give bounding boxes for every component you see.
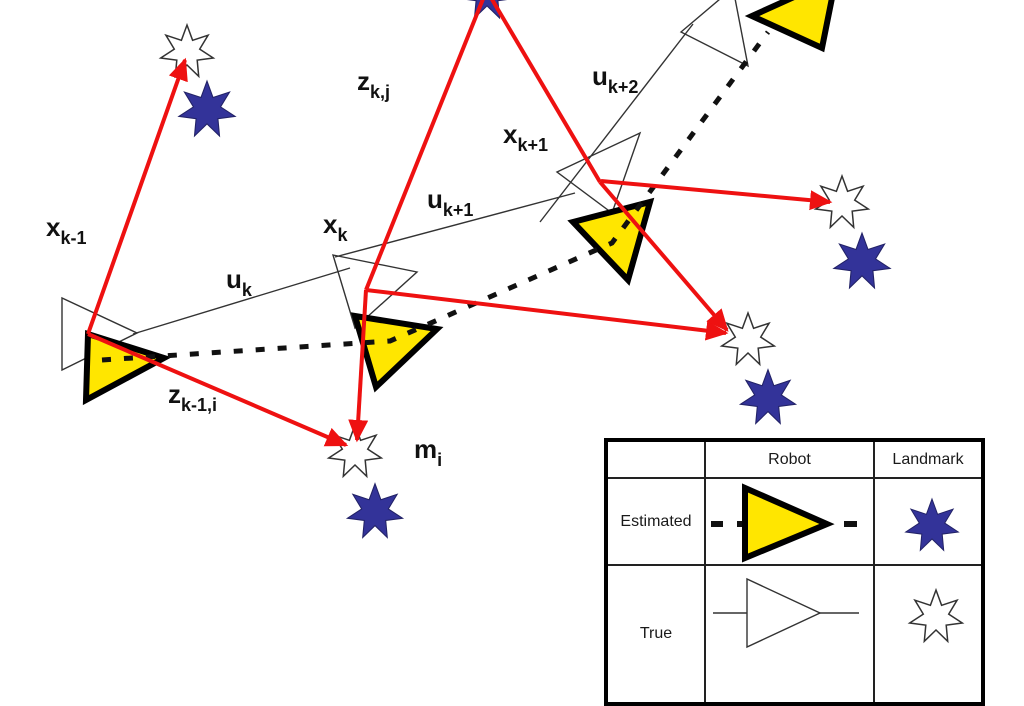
observation-x-k-1-to-top-left-star bbox=[86, 57, 188, 335]
true-pose-x-k+1 bbox=[555, 131, 642, 215]
true-pose-x-k+2 bbox=[679, 0, 749, 68]
observation-x-k-to-lower-right-star bbox=[365, 288, 729, 341]
legend-table: Robot Landmark Estimated True bbox=[604, 438, 985, 706]
label-z-k-1-i: zk-1,i bbox=[168, 379, 218, 415]
outline-star-icon bbox=[908, 589, 964, 643]
legend-header-robot: Robot bbox=[706, 442, 875, 479]
true-landmark-star-m-i bbox=[327, 424, 383, 478]
odometry-line-u-k+2 bbox=[539, 23, 694, 223]
observation-x-k+1-to-right-star bbox=[600, 179, 833, 211]
estimated-landmark-star-top-center bbox=[458, 0, 516, 19]
observation-arrows bbox=[86, 0, 833, 447]
legend-row-label-true: True bbox=[608, 566, 706, 702]
true-landmark-star-lower-right bbox=[720, 312, 776, 366]
estimated-robot-icon bbox=[711, 483, 857, 563]
legend-symbol-true-landmark bbox=[875, 566, 981, 702]
odometry-line-u-k+1 bbox=[334, 192, 576, 258]
true-robot-icon bbox=[713, 577, 859, 649]
odometry-line-u-k bbox=[132, 267, 351, 335]
observation-x-k+1-to-lower-right-star bbox=[598, 180, 729, 332]
estimated-landmark-star-top-left bbox=[178, 80, 236, 137]
observation-x-k-to-m-i bbox=[348, 289, 369, 443]
slam-figure-page: { "colors": { "yellow": "#ffe600", "blue… bbox=[46, 0, 985, 706]
observation-z-k-j bbox=[364, 0, 485, 291]
label-z-k-j: zk,j bbox=[357, 66, 391, 102]
true-landmark-star-top-left bbox=[159, 24, 215, 78]
label-u-k+1: uk+1 bbox=[427, 184, 474, 220]
legend-row-label-estimated: Estimated bbox=[608, 479, 706, 566]
estimated-landmark-star-right bbox=[833, 232, 891, 289]
estimated-pose-triangles bbox=[82, 0, 835, 406]
label-u-k: uk bbox=[226, 264, 252, 300]
estimated-pose-x-k-1 bbox=[82, 329, 172, 406]
blue-star-icon bbox=[905, 498, 959, 551]
legend-header-landmark: Landmark bbox=[875, 442, 981, 479]
observation-x-k+1-to-top-center-star bbox=[490, 0, 602, 184]
legend-symbol-true-robot bbox=[706, 566, 875, 702]
label-x-k: xk bbox=[323, 209, 348, 245]
label-u-k+2: uk+2 bbox=[592, 61, 639, 97]
estimated-landmark-star-lower-right bbox=[739, 369, 797, 425]
estimated-trajectory-dashed bbox=[101, 30, 771, 363]
legend-symbol-estimated-landmark bbox=[875, 479, 981, 566]
odometry-lines bbox=[132, 23, 694, 335]
label-x-k-1: xk-1 bbox=[46, 212, 87, 248]
slam-diagram-canvas bbox=[61, 0, 891, 539]
label-m-i: mi bbox=[414, 434, 443, 470]
legend-corner-cell bbox=[608, 442, 706, 479]
label-x-k+1: xk+1 bbox=[503, 119, 549, 155]
observation-z-k-1-i bbox=[87, 332, 349, 447]
estimated-landmark-star-m-i bbox=[346, 483, 404, 539]
legend-symbol-estimated-robot bbox=[706, 479, 875, 566]
estimated-pose-x-k bbox=[350, 312, 444, 393]
estimated-pose-x-k+2 bbox=[744, 0, 835, 53]
